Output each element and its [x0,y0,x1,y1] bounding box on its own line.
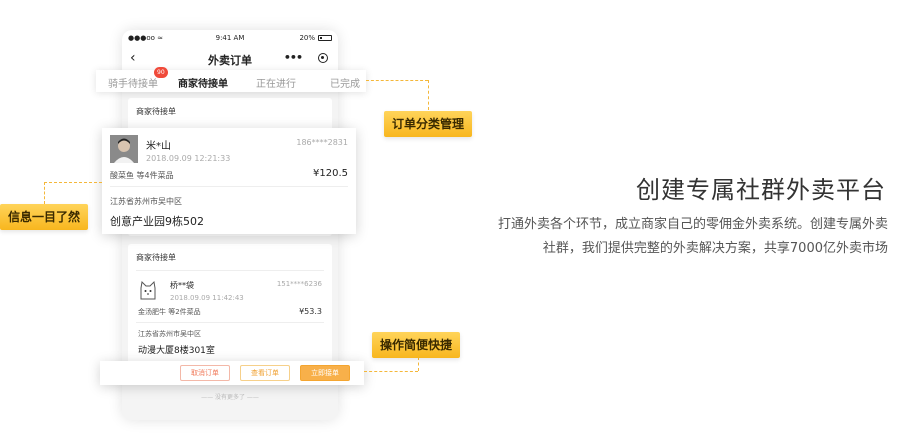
status-time: 9:41 AM [215,34,245,42]
callout-order-category: 订单分类管理 [384,111,473,137]
divider [110,186,348,187]
connector-line [428,80,429,110]
signal-indicator: ●●●oo ≈ [128,34,163,42]
connector-line [44,182,45,204]
no-more-footer: —— 没有更多了 —— [201,394,259,401]
nav-bar: ‹ 外卖订单 ••• [122,46,338,72]
order-time: 2018.09.09 12:21:33 [146,154,231,163]
connector-line [366,80,428,81]
order-price: ¥120.5 [313,168,348,179]
divider [136,322,324,323]
page-title: 外卖订单 [208,54,252,67]
target-icon[interactable] [318,53,328,63]
more-icon[interactable]: ••• [283,51,303,64]
back-icon[interactable]: ‹ [130,50,136,66]
order-tabs: 骑手待接单 90 商家待接单 正在进行 已完成 [96,67,366,92]
description: 打通外卖各个环节，成立商家自己的零佣金外卖系统。创建专属外卖社群，我们提供完整的… [498,217,889,256]
address-city: 江苏省苏州市吴中区 [110,197,182,206]
callout-easy-operation: 操作简便快捷 [372,332,461,358]
address-detail: 动漫大厦8楼301室 [138,346,215,356]
order-price: ¥53.3 [299,307,322,316]
tab-completed[interactable]: 已完成 [330,79,360,90]
view-order-button[interactable]: 查看订单 [240,365,290,381]
tab-rider-pending[interactable]: 骑手待接单 [108,79,158,90]
cat-avatar-icon [138,280,158,302]
customer-phone: 151****6236 [276,280,322,288]
accept-order-button[interactable]: 立即接单 [300,365,350,381]
section-heading: 商家待接单 [136,107,176,116]
order-card[interactable]: 米*山 186****2831 2018.09.09 12:21:33 酸菜鱼 … [102,128,356,234]
status-bar: ●●●oo ≈ 9:41 AM 20% [122,30,338,46]
connector-line [418,357,419,371]
order-items: 酸菜鱼 等4件菜品 [110,171,174,180]
customer-phone: 186****2831 [296,138,348,147]
order-time: 2018.09.09 11:42:43 [170,294,244,302]
battery-percent: 20% [299,34,315,42]
cancel-order-button[interactable]: 取消订单 [180,365,230,381]
tab-badge: 90 [154,67,168,78]
battery-icon [318,35,332,41]
divider [136,270,324,271]
order-items: 金汤肥牛 等2件菜品 [138,308,201,316]
customer-name: 桥**袋 [170,281,194,290]
section-heading: 商家待接单 [136,253,176,262]
callout-info-clear: 信息一目了然 [0,204,89,230]
battery-indicator: 20% [299,34,332,42]
action-bar: 取消订单 查看订单 立即接单 [100,361,364,385]
order-card[interactable]: 商家待接单 桥**袋 151****6236 2018.09.09 11:42:… [128,244,332,372]
address-detail: 创意产业园9栋502 [110,215,204,228]
connector-line [44,182,102,183]
connector-line [364,371,418,372]
address-city: 江苏省苏州市吴中区 [138,330,201,338]
tab-in-progress[interactable]: 正在进行 [256,79,296,90]
headline: 创建专属社群外卖平台 [636,176,886,204]
avatar [110,135,138,163]
tab-merchant-pending[interactable]: 商家待接单 [178,79,228,90]
customer-name: 米*山 [146,141,171,152]
